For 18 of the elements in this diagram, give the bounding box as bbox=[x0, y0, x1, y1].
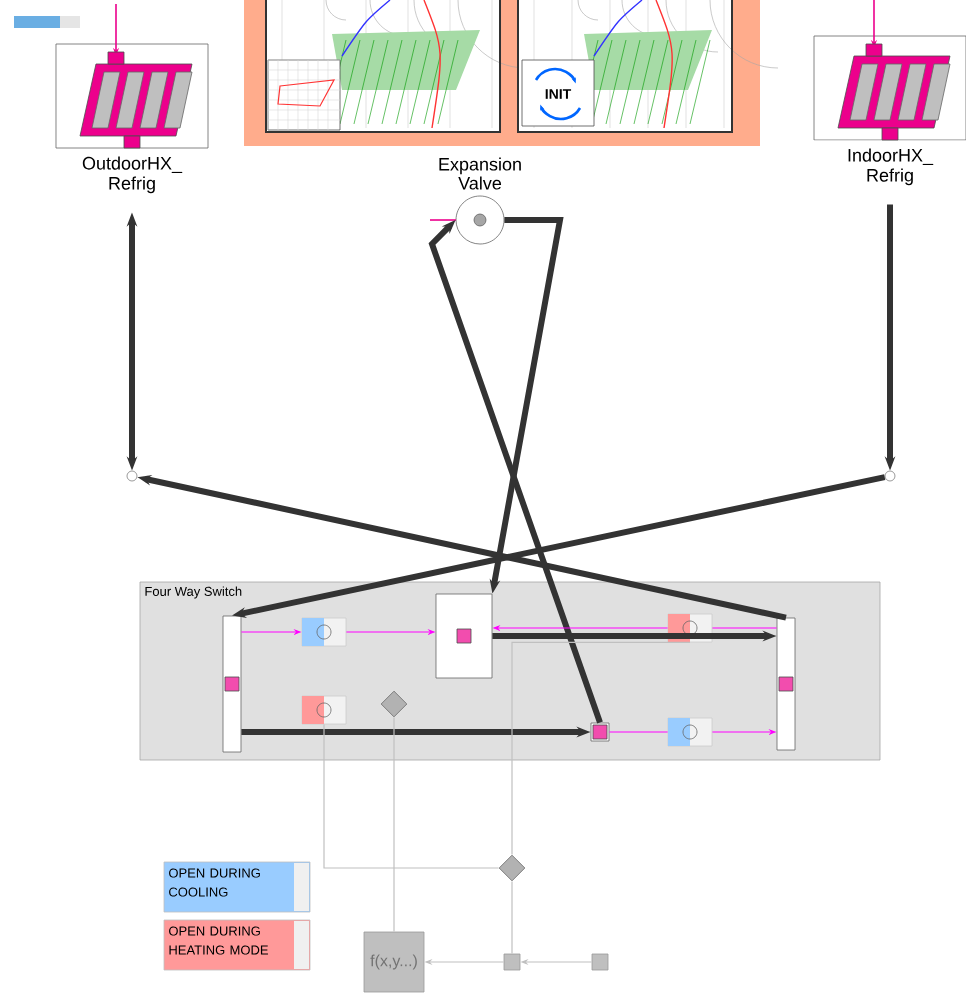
node-label: IndoorHX_ Refrig bbox=[848, 148, 934, 186]
valve-block: Expansion Valve bbox=[429, 157, 521, 245]
port-bar bbox=[776, 617, 796, 751]
valve-block bbox=[301, 695, 347, 725]
port-bar bbox=[222, 615, 242, 753]
connector-block bbox=[435, 593, 493, 679]
switch-diamond bbox=[498, 854, 526, 882]
switch-diamond bbox=[380, 690, 408, 718]
node-label: Expansion Valve bbox=[439, 157, 521, 190]
valve-block bbox=[301, 617, 347, 647]
function-block: f(x,y...) bbox=[363, 931, 425, 993]
heat-exchanger-block: OutdoorHX_ Refrig bbox=[55, 3, 209, 194]
port-block bbox=[590, 722, 610, 742]
heat-exchanger-block: IndoorHX_ Refrig bbox=[813, 0, 966, 186]
node-label: OutdoorHX_ Refrig bbox=[82, 156, 183, 194]
valve-block bbox=[667, 717, 713, 747]
signal-block bbox=[591, 953, 609, 971]
signal-block bbox=[503, 953, 521, 971]
